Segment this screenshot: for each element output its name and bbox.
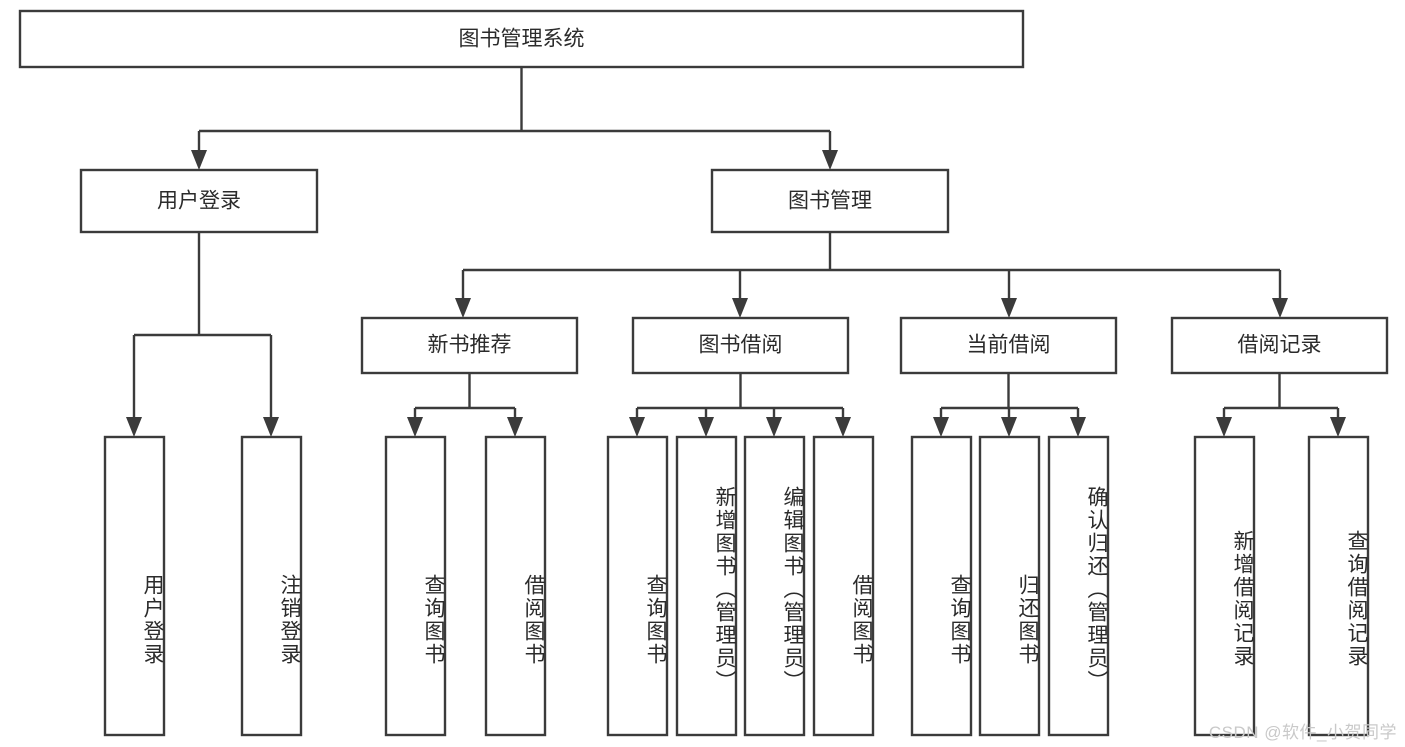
edges-current-borrow-to-leaves (933, 373, 1086, 437)
edges-book-borrow-to-leaves (629, 373, 851, 437)
node-book-manage[interactable]: 图书管理 (710, 168, 950, 234)
node-current-borrow-box[interactable] (899, 316, 1118, 375)
edges-new-book-rec-to-leaves (407, 373, 523, 437)
arrowhead-cb-leaf-1 (933, 417, 949, 437)
node-borrow-record-box[interactable] (1170, 316, 1389, 375)
arrowhead-nbr-leaf-1 (407, 417, 423, 437)
arrowhead-bb-leaf-4 (835, 417, 851, 437)
arrowhead-cb-leaf-3 (1070, 417, 1086, 437)
arrowhead-book-manage (822, 150, 838, 170)
edges-book-manage-to-level3 (455, 232, 1288, 318)
arrowhead-leaf-logout (263, 417, 279, 437)
node-book-borrow[interactable]: 图书借阅 (631, 316, 850, 375)
leaf-box-cb-return[interactable] (978, 435, 1041, 737)
leaf-box-bb-edit[interactable] (743, 435, 806, 737)
node-current-borrow-label: 当前借阅 (967, 334, 1051, 357)
arrowhead-br-leaf-1 (1216, 417, 1232, 437)
node-new-book-rec[interactable]: 新书推荐 (360, 316, 579, 375)
edges-user-login-to-leaves (126, 232, 279, 437)
leaf-box-br-add[interactable] (1193, 435, 1256, 737)
node-new-book-rec-box[interactable] (360, 316, 579, 375)
leaf-box-bb-add[interactable] (675, 435, 738, 737)
leaf-box-logout[interactable] (240, 435, 303, 737)
csdn-watermark: CSDN @软件_小贺同学 (1208, 723, 1397, 742)
node-root-label: 图书管理系统 (459, 28, 585, 51)
arrowhead-book-borrow (732, 298, 748, 318)
leaf-box-br-query[interactable] (1307, 435, 1370, 737)
node-book-manage-label: 图书管理 (788, 190, 872, 213)
leaf-box-user-login[interactable] (103, 435, 166, 737)
leaf-box-bb-borrow[interactable] (812, 435, 875, 737)
arrowhead-new-book-rec (455, 298, 471, 318)
node-book-borrow-box[interactable] (631, 316, 850, 375)
leaf-box-nbr-borrow[interactable] (484, 435, 547, 737)
leaf-box-cb-confirm[interactable] (1047, 435, 1110, 737)
node-book-manage-box[interactable] (710, 168, 950, 234)
arrowhead-current-borrow (1001, 298, 1017, 318)
arrowhead-cb-leaf-2 (1001, 417, 1017, 437)
node-book-borrow-label: 图书借阅 (699, 334, 783, 357)
node-current-borrow[interactable]: 当前借阅 (899, 316, 1118, 375)
node-user-login-label: 用户登录 (157, 190, 241, 213)
edges-root-to-level2 (191, 67, 838, 170)
leaf-box-bb-query[interactable] (606, 435, 669, 737)
edges-borrow-record-to-leaves (1216, 373, 1346, 437)
node-root-box[interactable] (18, 9, 1025, 69)
arrowhead-bb-leaf-3 (766, 417, 782, 437)
leaf-box-nbr-query[interactable] (384, 435, 447, 737)
node-root[interactable]: 图书管理系统 (18, 9, 1025, 69)
leaf-box-cb-query[interactable] (910, 435, 973, 737)
arrowhead-leaf-user-login (126, 417, 142, 437)
node-new-book-rec-label: 新书推荐 (428, 334, 512, 357)
node-user-login[interactable]: 用户登录 (79, 168, 319, 234)
arrowhead-user-login (191, 150, 207, 170)
arrowhead-bb-leaf-1 (629, 417, 645, 437)
arrowhead-bb-leaf-2 (698, 417, 714, 437)
arrowhead-borrow-record (1272, 298, 1288, 318)
node-borrow-record-label: 借阅记录 (1238, 334, 1322, 357)
arrowhead-nbr-leaf-2 (507, 417, 523, 437)
arrowhead-br-leaf-2 (1330, 417, 1346, 437)
node-borrow-record[interactable]: 借阅记录 (1170, 316, 1389, 375)
